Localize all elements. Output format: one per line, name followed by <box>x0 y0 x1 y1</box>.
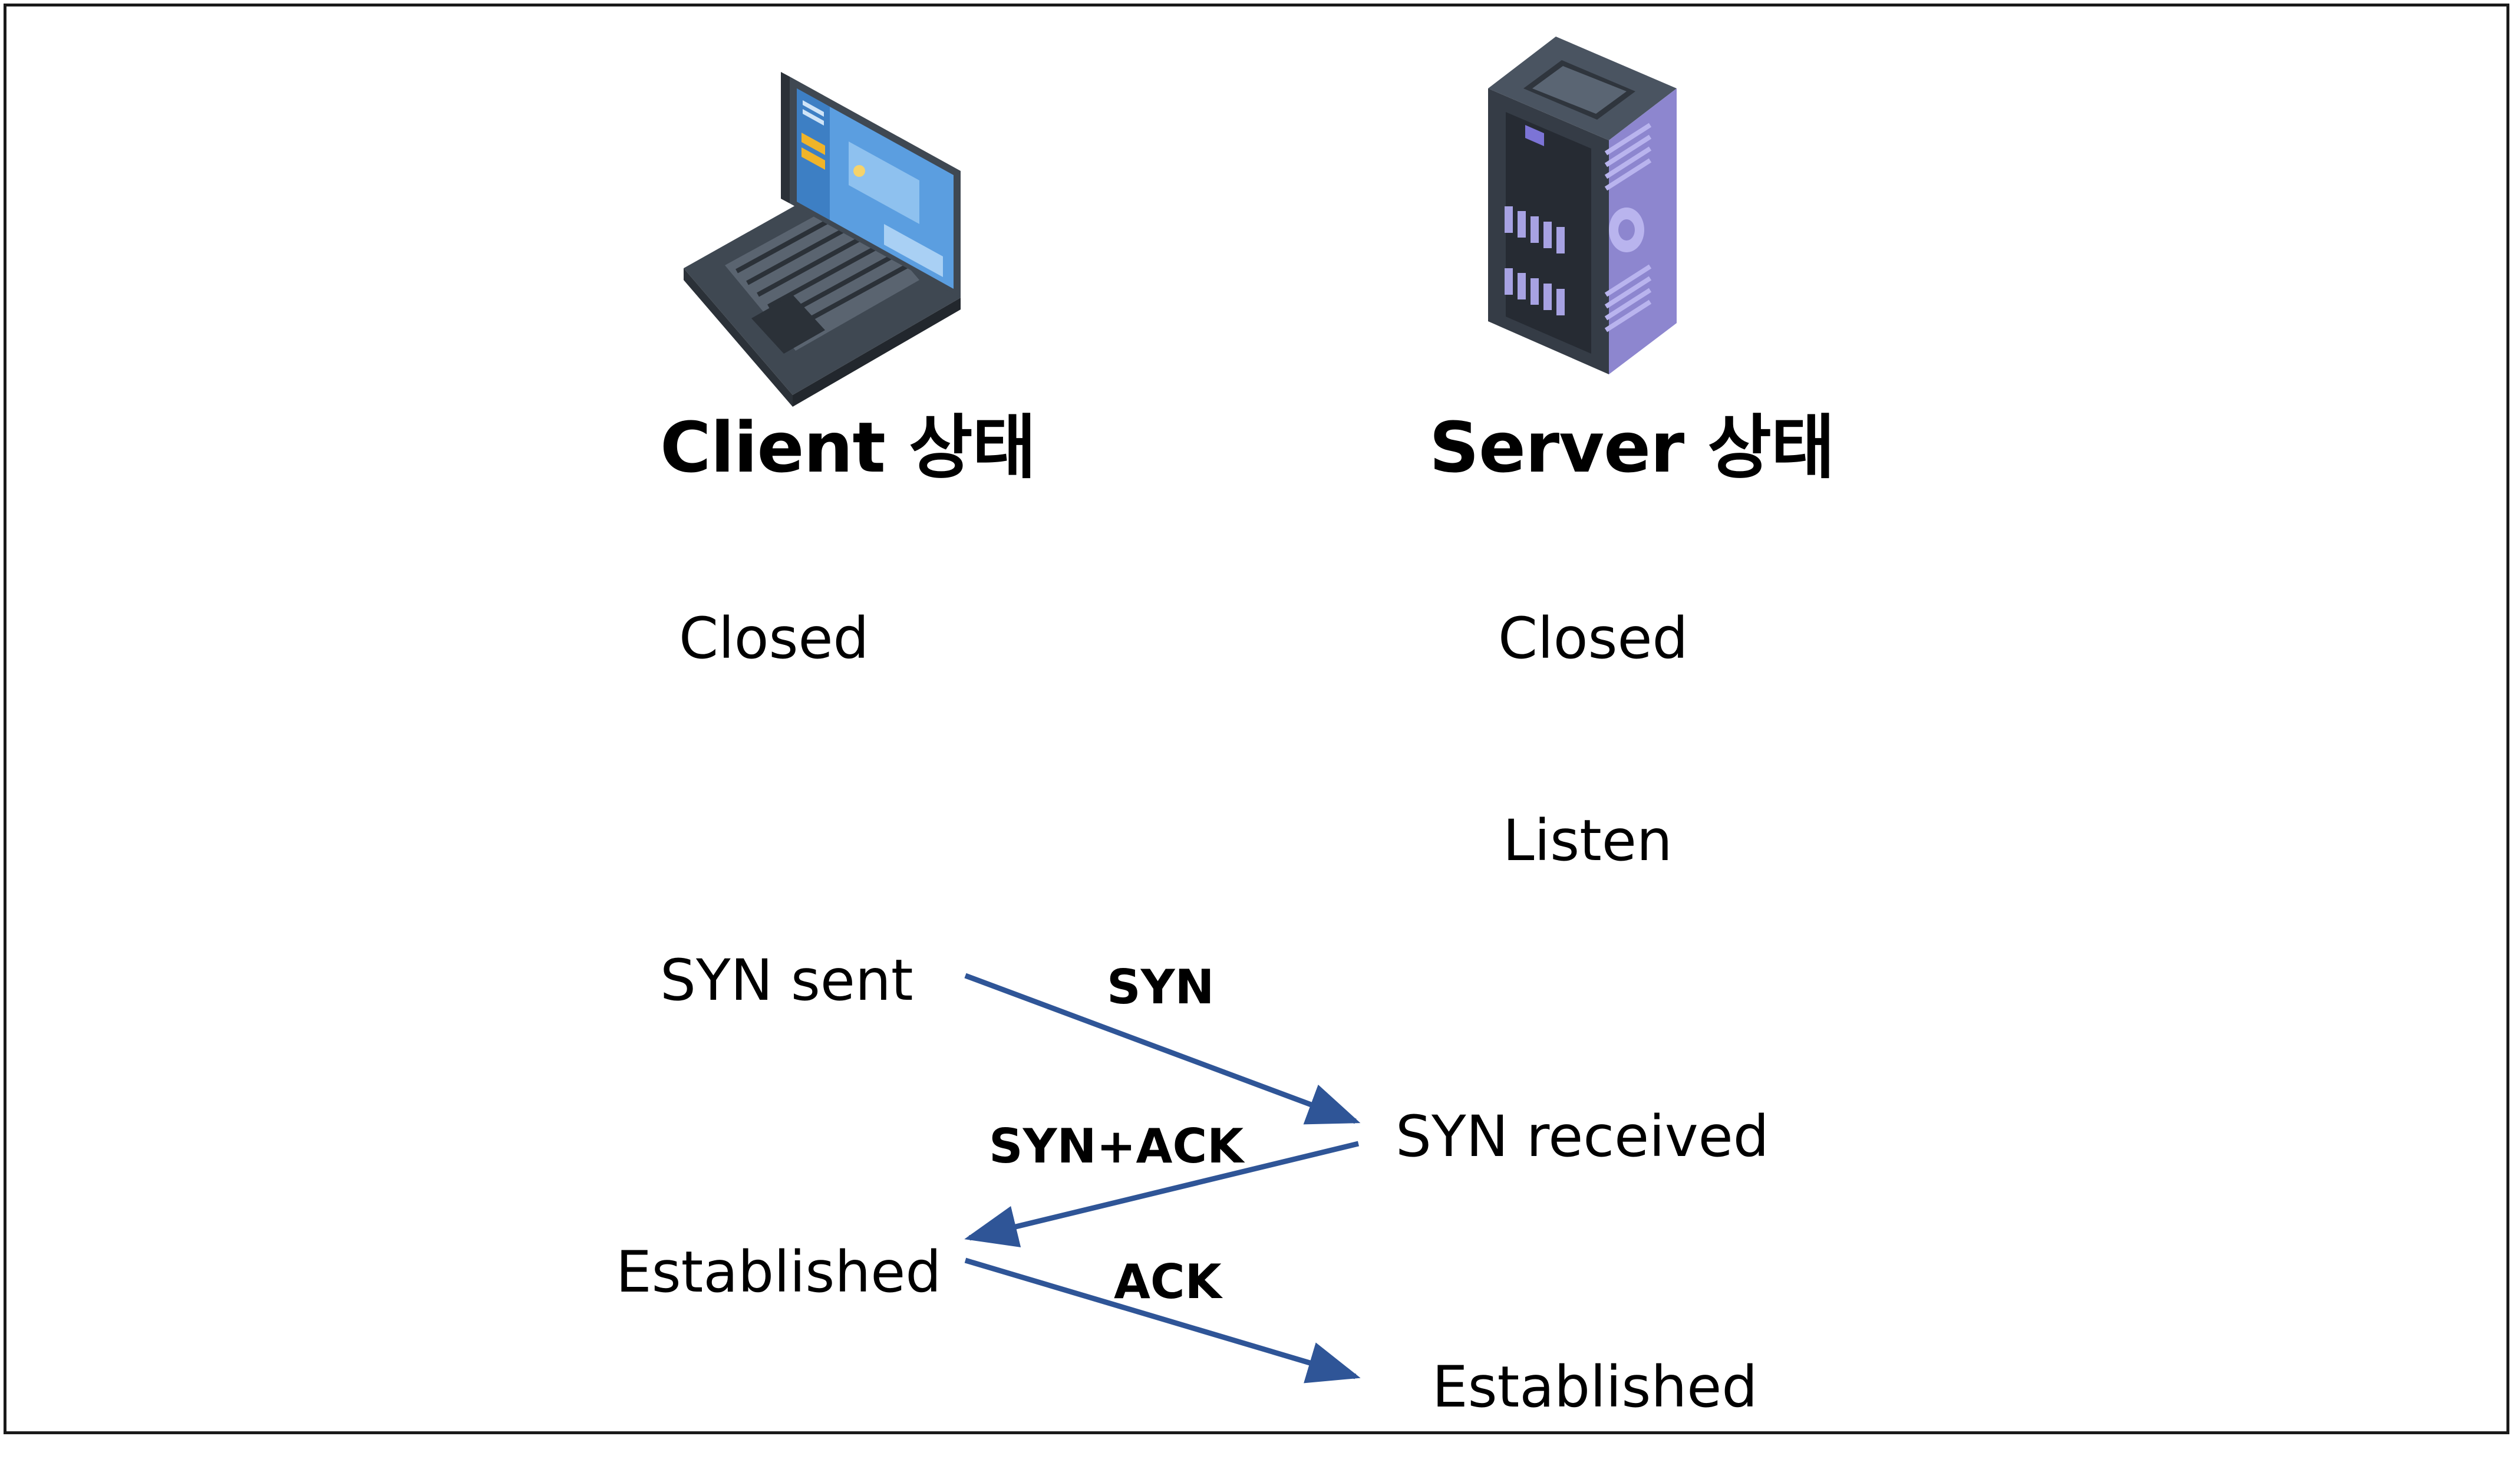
message-syn-ack: SYN+ACK <box>989 1119 1244 1174</box>
message-ack: ACK <box>1114 1254 1222 1309</box>
server-state-listen: Listen <box>1503 808 1673 874</box>
message-syn: SYN <box>1107 960 1215 1015</box>
client-state-closed: Closed <box>679 605 869 671</box>
server-state-established: Established <box>1432 1354 1758 1420</box>
server-state-closed: Closed <box>1498 605 1688 671</box>
server-state-syn-received: SYN received <box>1396 1104 1769 1170</box>
diagram-frame <box>4 4 2509 1434</box>
client-state-established: Established <box>616 1239 942 1305</box>
client-heading: Client 상태 <box>660 407 1036 488</box>
client-state-syn-sent: SYN sent <box>660 947 913 1013</box>
server-heading: Server 상태 <box>1429 407 1835 488</box>
